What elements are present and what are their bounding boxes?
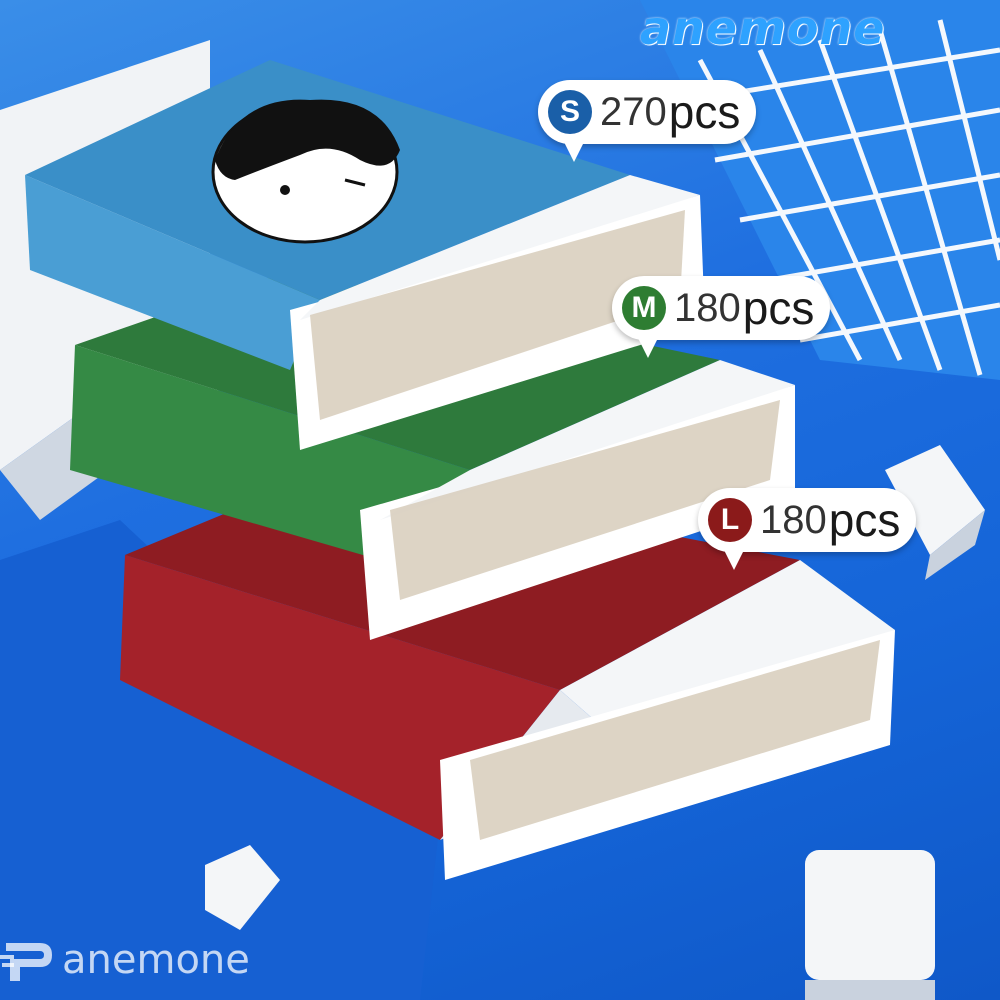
tape-strips-large [470,640,880,840]
callout-size-m: M 180 pcs [612,276,831,358]
count-value: 180 [760,497,827,542]
tape-strips-small [310,210,685,420]
white-cube-right [885,445,985,580]
white-cube-bottom-right [805,850,935,1000]
cartoon-face-icon [211,99,400,244]
floor-step [0,520,440,1000]
size-badge: M [622,286,666,330]
brand-logo-top: anemone [640,1,886,55]
count-value: 180 [674,285,741,330]
grid-panel [689,19,1000,376]
watermark-text: anemone [62,937,250,983]
size-badge: L [708,498,752,542]
watermark: anemone [0,930,290,990]
count-unit: pcs [742,282,815,334]
callout-size-s: S 270 pcs [538,80,757,162]
count-unit: pcs [668,86,741,138]
count-unit: pcs [828,494,901,546]
count-value: 270 [600,89,667,134]
callout-tail [634,330,662,358]
size-badge: S [548,90,592,134]
box-small [25,60,705,450]
tape-strips-medium [390,400,780,600]
anemone-logo-icon [0,943,52,981]
callout-tail [560,134,588,162]
callout-tail [720,542,748,570]
callout-size-l: L 180 pcs [698,488,917,570]
white-cube-bottom-left [205,845,280,930]
